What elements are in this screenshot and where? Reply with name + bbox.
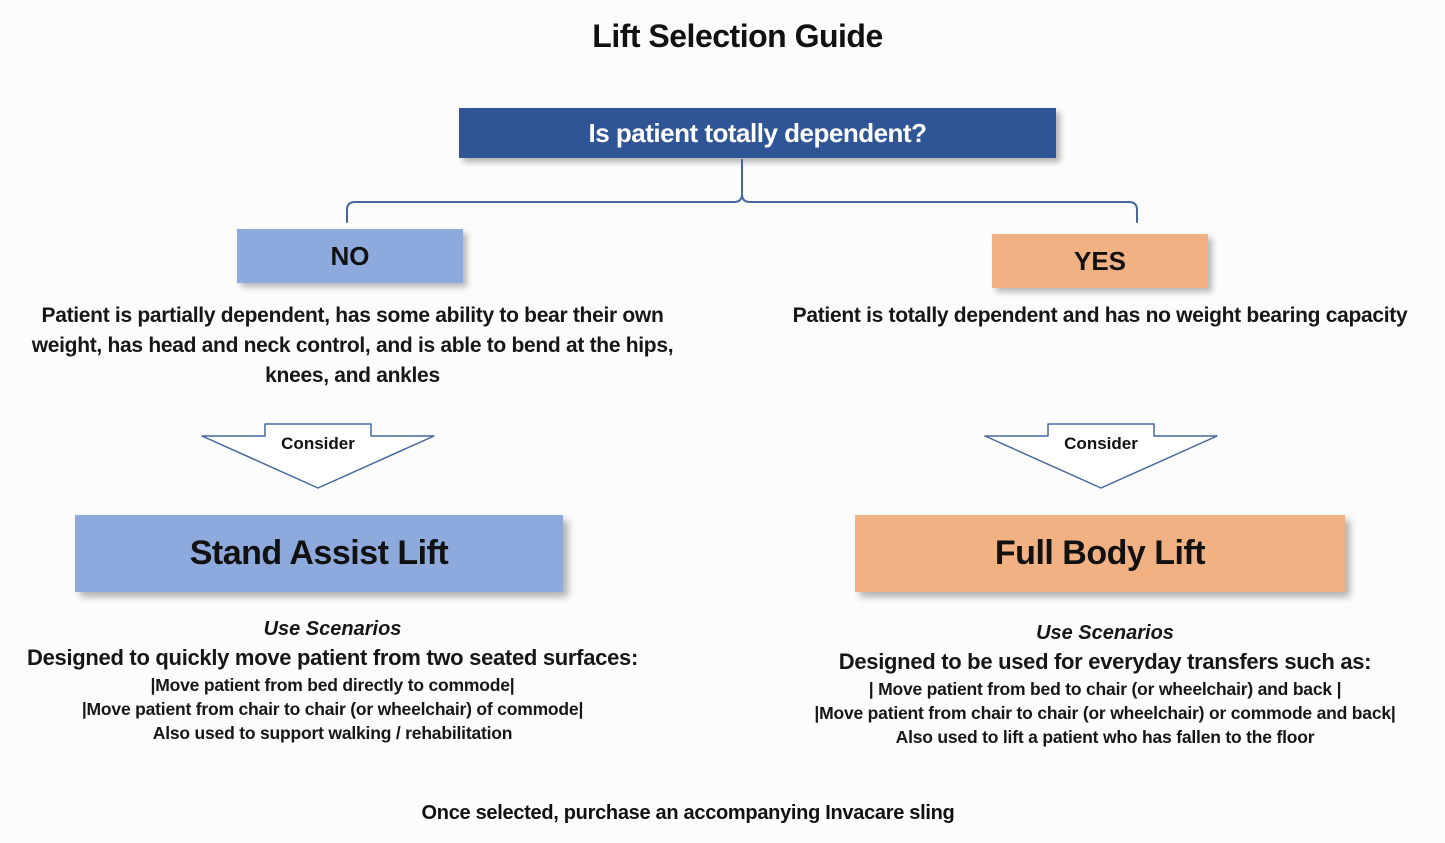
use-scenarios-title: Use Scenarios [1036,622,1174,644]
use-scenarios-title: Use Scenarios [263,618,402,640]
decision-question-label: Is patient totally dependent? [588,117,927,148]
stand-assist-lift-label: Stand Assist Lift [189,534,449,572]
full-body-lift-label: Full Body Lift [994,534,1206,572]
stand-assist-use-scenarios: Use Scenarios Designed to quickly move p… [5,615,660,745]
down-arrow-icon [201,423,435,489]
branch-bracket-connector [346,159,1138,223]
full-body-use-scenarios: Use Scenarios Designed to be used for ev… [775,619,1435,749]
consider-arrow-right: Consider [984,423,1218,489]
decision-question-box: Is patient totally dependent? [459,108,1056,158]
use-scenarios-heading: Designed to be used for everyday transfe… [838,649,1372,674]
no-branch-box: NO [237,229,463,283]
yes-branch-box: YES [992,234,1208,288]
stand-assist-lift-box: Stand Assist Lift [75,515,563,592]
consider-label-left: Consider [281,434,355,453]
no-branch-description: Patient is partially dependent, has some… [31,304,674,387]
no-branch-label: NO [330,240,370,271]
consider-arrow-left: Consider [201,423,435,489]
yes-branch-description: Patient is totally dependent and has no … [792,304,1408,327]
full-body-lift-box: Full Body Lift [855,515,1345,592]
scenario-line: |Move patient from chair to chair (or wh… [814,703,1396,723]
scenario-line: | Move patient from bed to chair (or whe… [868,679,1342,699]
scenario-line: Also used to lift a patient who has fall… [895,727,1315,747]
yes-branch-label: YES [1073,245,1127,276]
scenario-line: Also used to support walking / rehabilit… [152,723,513,743]
scenario-line: |Move patient from chair to chair (or wh… [81,699,584,719]
consider-label-right: Consider [1064,434,1138,453]
footer-note: Once selected, purchase an accompanying … [421,802,955,824]
down-arrow-icon [984,423,1218,489]
scenario-line: |Move patient from bed directly to commo… [150,675,515,695]
use-scenarios-heading: Designed to quickly move patient from tw… [27,645,638,670]
page-title: Lift Selection Guide [592,18,883,54]
